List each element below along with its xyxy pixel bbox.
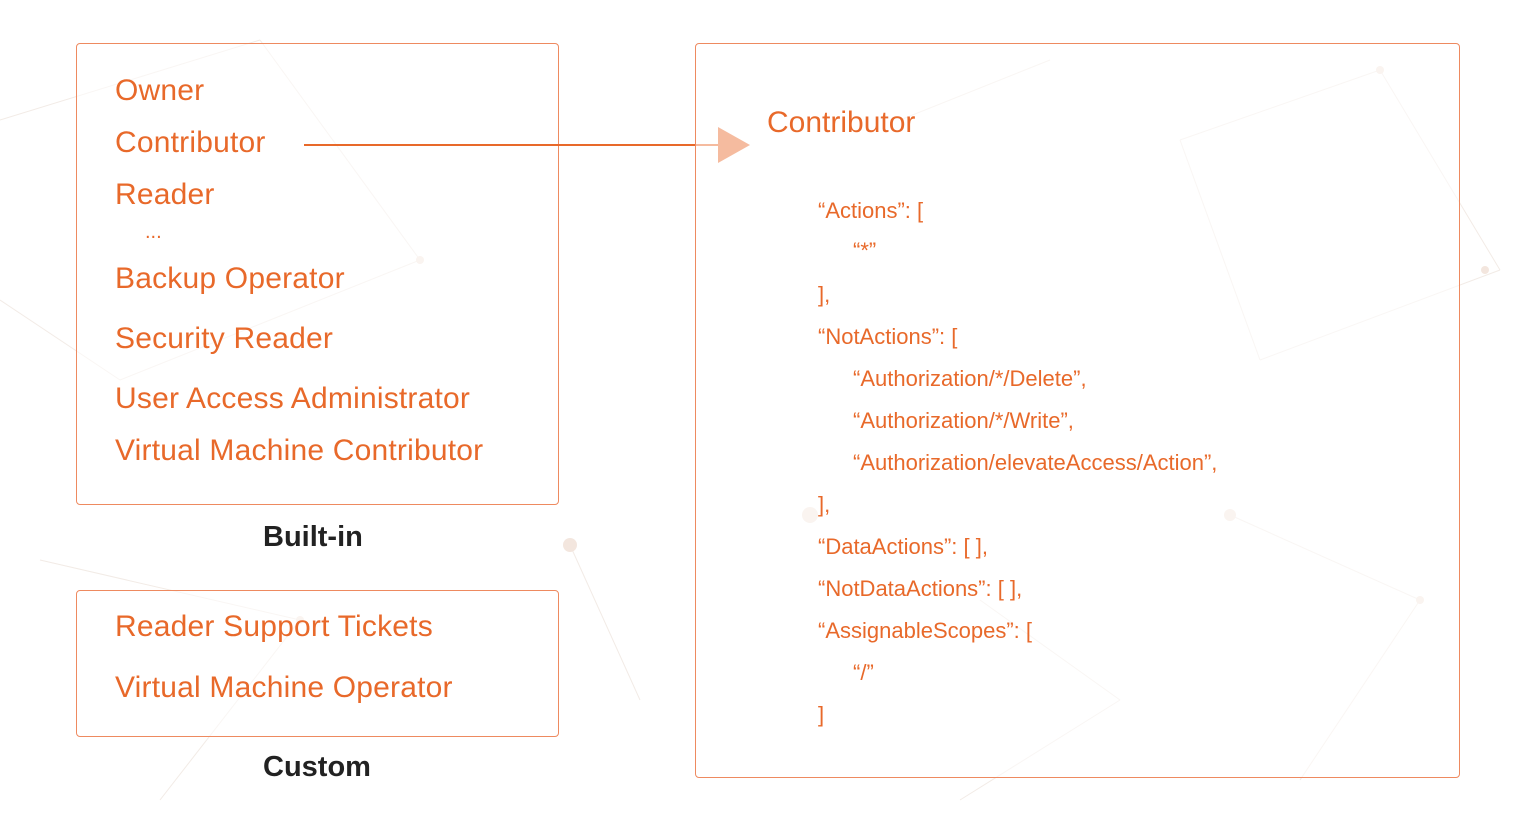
- role-backup-operator: Backup Operator: [115, 262, 345, 295]
- role-contributor: Contributor: [115, 126, 266, 159]
- json-line-notactions-delete: “Authorization/*/Delete”,: [853, 366, 1087, 391]
- json-line-actions: “Actions”: [: [818, 198, 924, 223]
- role-ellipsis: ...: [145, 221, 162, 243]
- builtin-roles-panel: [76, 43, 559, 505]
- custom-roles-panel: [76, 590, 559, 737]
- json-line-notactions-elevate: “Authorization/elevateAccess/Action”,: [853, 450, 1218, 475]
- role-virtual-machine-contributor: Virtual Machine Contributor: [115, 434, 484, 467]
- role-reader: Reader: [115, 178, 215, 211]
- role-security-reader: Security Reader: [115, 322, 334, 355]
- json-line-notactions-close: ],: [818, 492, 831, 517]
- json-line-assignablescopes: “AssignableScopes”: [: [818, 618, 1032, 643]
- role-user-access-administrator: User Access Administrator: [115, 382, 471, 415]
- json-line-notdataactions: “NotDataActions”: [ ],: [818, 576, 1023, 601]
- role-owner: Owner: [115, 74, 205, 107]
- json-line-actions-wildcard: “*”: [853, 238, 877, 263]
- json-line-assignablescopes-close: ]: [818, 702, 825, 727]
- role-definition-panel: [695, 43, 1460, 778]
- json-line-notactions: “NotActions”: [: [818, 324, 958, 349]
- definition-title: Contributor: [767, 106, 916, 139]
- json-line-assignablescopes-root: “/”: [853, 660, 874, 685]
- json-line-actions-close: ],: [818, 282, 831, 307]
- role-virtual-machine-operator: Virtual Machine Operator: [115, 671, 453, 704]
- custom-caption: Custom: [263, 751, 371, 783]
- json-line-dataactions: “DataActions”: [ ],: [818, 534, 988, 559]
- json-line-notactions-write: “Authorization/*/Write”,: [853, 408, 1074, 433]
- role-reader-support-tickets: Reader Support Tickets: [115, 610, 433, 643]
- builtin-caption: Built-in: [263, 521, 363, 553]
